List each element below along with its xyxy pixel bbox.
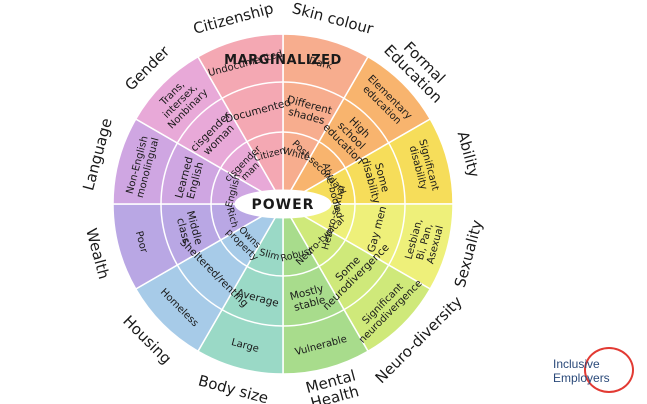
sector-mental-health — [282, 201, 370, 375]
logo-line-2: Employers — [553, 371, 610, 385]
category-language: Language — [79, 116, 116, 192]
sector-skin-colour — [282, 33, 370, 207]
ring-divider — [210, 131, 356, 277]
sector-neuro-diversity — [280, 201, 432, 353]
wheel-rings — [160, 81, 406, 327]
sector-body-size — [196, 201, 284, 375]
sector-housing — [134, 201, 286, 353]
sector-ability — [280, 117, 454, 205]
category-citizenship: Citizenship — [191, 0, 275, 38]
sector-citizenship — [196, 33, 284, 207]
sector-sexuality — [280, 203, 454, 291]
sector-wealth — [112, 203, 286, 291]
category-sexuality: Sexuality — [451, 218, 486, 290]
category-skin-colour: Skin colour — [290, 0, 376, 38]
sector-middle-label: Highschooleducation — [320, 105, 382, 167]
logo-line-1: Inclusive — [553, 357, 600, 371]
sector-gender — [134, 55, 286, 207]
power-center — [234, 189, 332, 219]
marginalized-label: MARGINALIZED — [224, 53, 342, 68]
category-body-size: Body size — [196, 371, 270, 404]
sector-language — [112, 117, 286, 205]
power-label: POWER — [252, 197, 315, 213]
category-ability: Ability — [454, 129, 484, 179]
sector-formal-education — [280, 55, 432, 207]
ring-divider — [160, 81, 406, 327]
logo-text: Inclusive Employers — [553, 357, 610, 385]
logo-ring-icon — [584, 347, 634, 393]
category-wealth: Wealth — [82, 226, 113, 281]
wheel-sectors — [112, 33, 454, 375]
sector-inner-label: Rich — [224, 206, 240, 229]
sector-inner-label: Slim — [258, 247, 281, 263]
sector-middle-label: Somedisability — [359, 153, 394, 205]
